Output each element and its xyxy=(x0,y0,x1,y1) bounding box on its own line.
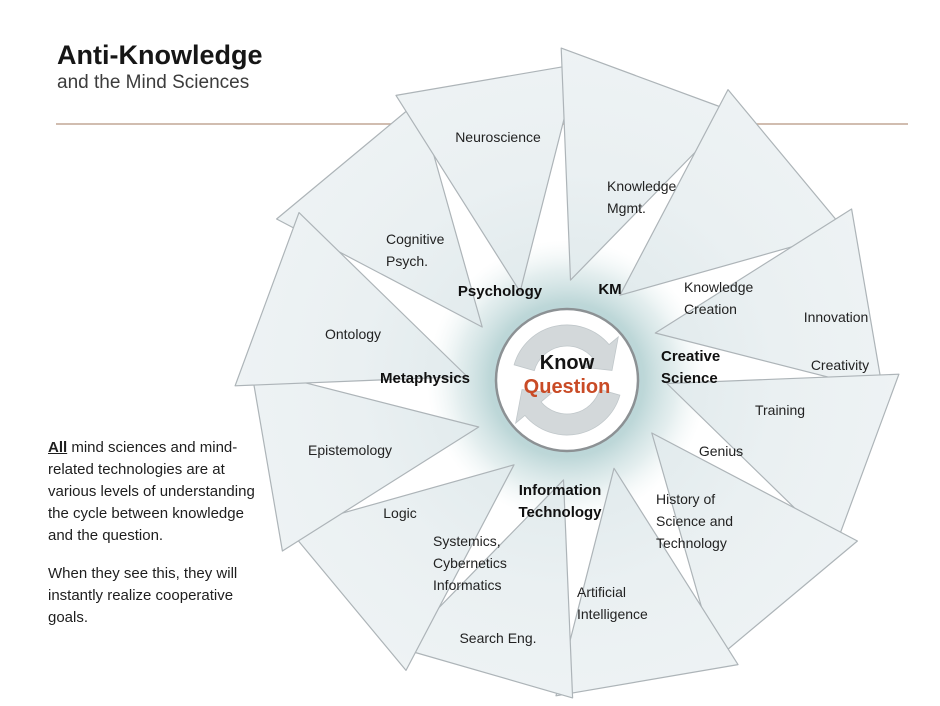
label-category-km: KM xyxy=(598,281,622,298)
label-genius: Genius xyxy=(698,443,744,459)
petal-epistemology xyxy=(250,368,480,552)
page-title: Anti-Knowledge xyxy=(57,40,263,70)
label-category-psychology: Psychology xyxy=(457,283,543,300)
label-ontology: Ontology xyxy=(324,326,382,342)
petal-knowledge-mgmt xyxy=(560,47,736,281)
side-note-lead-word: All xyxy=(48,439,68,456)
hub-label: Know Question xyxy=(524,351,611,399)
petal-systemics xyxy=(287,464,515,672)
petal-innovation xyxy=(654,208,884,392)
petal-history xyxy=(651,432,859,660)
label-history-sci-tech: History of Science and Technology xyxy=(656,491,734,551)
petal-artificial-intelligence xyxy=(555,467,739,697)
petal-neuroscience xyxy=(395,63,579,293)
side-note-para1-rest: mind sciences and mind-related technolog… xyxy=(48,439,255,544)
label-logic: Logic xyxy=(383,505,417,521)
petals xyxy=(234,47,900,699)
side-note: All mind sciences and mind-related techn… xyxy=(48,437,268,629)
label-systemics: Systemics, Cybernetics Informatics xyxy=(433,533,507,593)
petal-training xyxy=(666,373,900,549)
hub-know-label: Know xyxy=(539,352,595,374)
label-innovation: Innovation xyxy=(803,309,869,325)
label-category-information-technology: Information Technology xyxy=(518,482,602,521)
label-knowledge-creation: Knowledge Creation xyxy=(684,279,754,317)
label-artificial-intelligence: Artificial Intelligence xyxy=(577,584,648,622)
petal-ontology xyxy=(234,212,468,387)
header: Anti-Knowledge and the Mind Sciences xyxy=(57,40,262,94)
petal-knowledge-creation xyxy=(619,88,847,296)
label-training: Training xyxy=(754,402,806,418)
label-search-eng: Search Eng. xyxy=(459,630,537,646)
side-note-para2: When they see this, they will instantly … xyxy=(48,565,238,626)
label-knowledge-mgmt: Knowledge Mgmt. xyxy=(607,178,677,216)
hub-question-label: Question xyxy=(523,376,611,398)
label-category-metaphysics: Metaphysics xyxy=(379,370,471,387)
petal-search-eng xyxy=(399,479,574,699)
label-category-creative-science: Creative Science xyxy=(661,348,721,387)
side-note-para1: All mind sciences and mind-related techn… xyxy=(48,437,268,547)
label-neuroscience: Neuroscience xyxy=(455,129,541,145)
page-subtitle: and the Mind Sciences xyxy=(57,72,250,93)
label-cognitive-psych: Cognitive Psych. xyxy=(386,231,445,269)
label-creativity: Creativity xyxy=(810,357,870,373)
petal-cognitive-psych xyxy=(276,100,483,328)
label-epistemology: Epistemology xyxy=(307,442,393,458)
